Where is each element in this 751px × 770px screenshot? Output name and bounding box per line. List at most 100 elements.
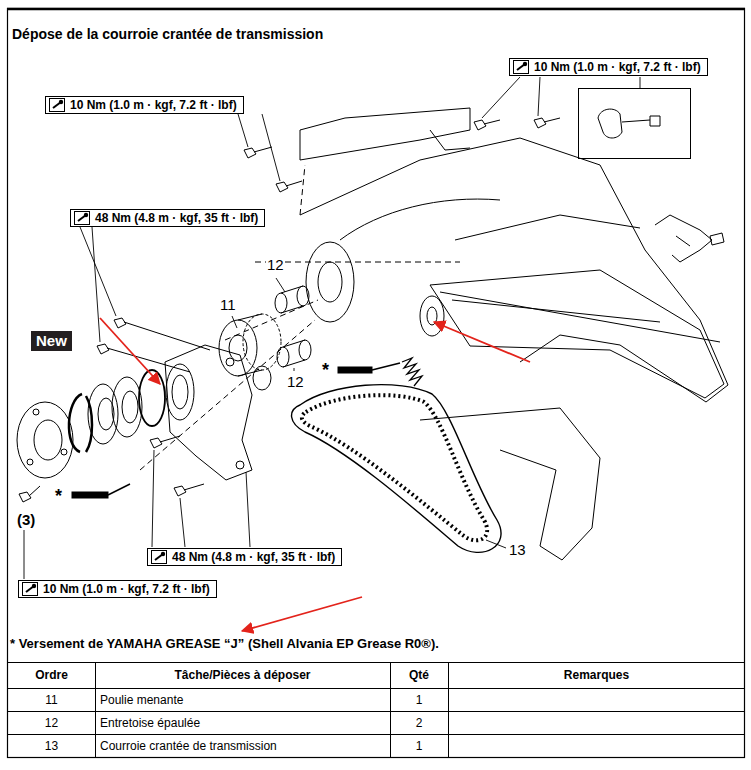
table-cell: Poulie menante	[100, 693, 183, 707]
table-cell: 12	[8, 716, 95, 730]
leader-lines-part	[294, 368, 295, 371]
leader-lines-part	[640, 77, 641, 88]
leader-lines-part	[262, 114, 280, 181]
hub-assembly-part	[17, 402, 73, 478]
table-header: Remarques	[448, 668, 745, 682]
bolts-part	[474, 120, 486, 130]
frame-illustration-part	[306, 242, 354, 322]
hub-assembly-part	[98, 398, 114, 430]
drive-pulley-part	[219, 320, 257, 376]
frame-illustration-part	[140, 320, 315, 470]
table-cell: 2	[390, 716, 448, 730]
table-grid-part	[7, 662, 745, 663]
hub-assembly-part	[112, 377, 142, 437]
detail-inset-part	[655, 215, 712, 262]
new-part-tag: New	[31, 331, 72, 351]
node-text: 10 Nm (1.0 m · kgf, 7.2 ft · lbf)	[534, 60, 701, 74]
table-header: Tâche/Pièces à déposer	[95, 668, 390, 682]
grease-gun-symbol-part	[372, 363, 400, 370]
tensioner-spring	[402, 358, 422, 386]
table-cell: 1	[390, 739, 448, 753]
frame-part	[8, 9, 745, 758]
red-arrows-part	[434, 322, 530, 362]
frame-illustration-part	[430, 270, 724, 398]
frame	[7, 9, 745, 758]
leader-lines-part	[482, 77, 520, 118]
detail-inset-part	[650, 116, 660, 126]
hub-assembly-part	[172, 375, 188, 409]
grease-gun-symbol-part	[72, 492, 108, 498]
hub-assembly-part	[139, 370, 165, 426]
red-arrows-part	[100, 318, 160, 384]
bolts-part	[29, 486, 40, 496]
footnote: * Versement de YAMAHA GREASE “J” (Shell …	[10, 636, 439, 652]
bolts-part	[244, 148, 256, 158]
leader-lines-part	[152, 450, 154, 547]
hub-assembly-part	[122, 391, 138, 423]
collar-spacers-part	[297, 286, 309, 306]
table-cell: Courroie crantée de transmission	[100, 739, 277, 753]
leader-lines	[24, 77, 640, 579]
drive-belt-part	[292, 385, 501, 553]
frame-illustration-part	[430, 130, 470, 150]
torque-spec-box: 10 Nm (1.0 m · kgf, 7.2 ft · lbf)	[18, 580, 217, 598]
collar-spacers-part	[277, 347, 289, 367]
callout-number: 12	[266, 256, 285, 273]
bolts	[19, 118, 560, 502]
drive-belt-part	[302, 395, 487, 540]
grease-mark: *	[321, 361, 330, 379]
node-text: 10 Nm (1.0 m · kgf, 7.2 ft · lbf)	[70, 98, 237, 112]
leader-lines-part	[180, 498, 185, 547]
hub-assembly-part	[34, 420, 62, 460]
leader-lines-part	[92, 227, 100, 342]
frame-illustration-part	[300, 165, 305, 215]
drive-belt	[292, 385, 501, 553]
table-cell: Entretoise épaulée	[100, 716, 200, 730]
node-text: 48 Nm (4.8 m · kgf, 35 ft · lbf)	[95, 211, 258, 225]
bolts-part	[114, 318, 126, 328]
frame-illustration-part	[455, 215, 640, 240]
bolts-part	[124, 322, 210, 350]
torque-spec-box: 48 Nm (4.8 m · kgf, 35 ft · lbf)	[147, 548, 342, 566]
frame-illustration	[140, 108, 728, 560]
hub-assembly	[17, 345, 252, 480]
table-cell: 11	[8, 693, 95, 707]
wrench-icon-head	[161, 552, 165, 556]
table-grid-part	[95, 662, 96, 757]
bolts-part	[286, 181, 302, 186]
frame-illustration-part	[318, 262, 342, 302]
detail-inset-part	[579, 89, 691, 159]
bolts-part	[484, 120, 500, 124]
bolts-part	[107, 348, 190, 372]
bolts-part	[276, 182, 288, 192]
detail-inset	[579, 89, 725, 263]
grease-gun-symbol-part	[108, 484, 130, 495]
table-grid	[7, 662, 745, 757]
table-header: Qté	[390, 668, 448, 682]
leader-lines-part	[80, 227, 116, 316]
wrench-icon	[49, 98, 65, 112]
callout-number: 12	[286, 373, 305, 390]
hub-assembly-part	[165, 345, 252, 480]
diagram-title: Dépose de la courroie crantée de transmi…	[12, 26, 323, 43]
collar-spacers-part	[283, 340, 305, 367]
detail-inset-part	[710, 233, 724, 245]
drive-pulley	[219, 314, 281, 390]
table-grid-part	[448, 662, 449, 757]
callout-number: (3)	[16, 511, 36, 528]
frame-illustration-part	[452, 300, 660, 322]
torque-spec-box: 10 Nm (1.0 m · kgf, 7.2 ft · lbf)	[509, 58, 708, 76]
leader-lines-part	[24, 530, 25, 579]
bolts-part	[544, 118, 560, 122]
torque-spec-box: 10 Nm (1.0 m · kgf, 7.2 ft · lbf)	[45, 96, 244, 114]
bolts-part	[19, 492, 31, 502]
wrench-icon-frame	[50, 99, 65, 112]
frame-illustration-part	[420, 296, 444, 336]
grease-gun-symbol-part	[338, 367, 372, 373]
hub-assembly-part	[236, 461, 244, 469]
torque-spec-box: 48 Nm (4.8 m · kgf, 35 ft · lbf)	[70, 209, 265, 227]
wrench-icon	[513, 60, 529, 74]
collar-spacers-part	[275, 293, 287, 313]
